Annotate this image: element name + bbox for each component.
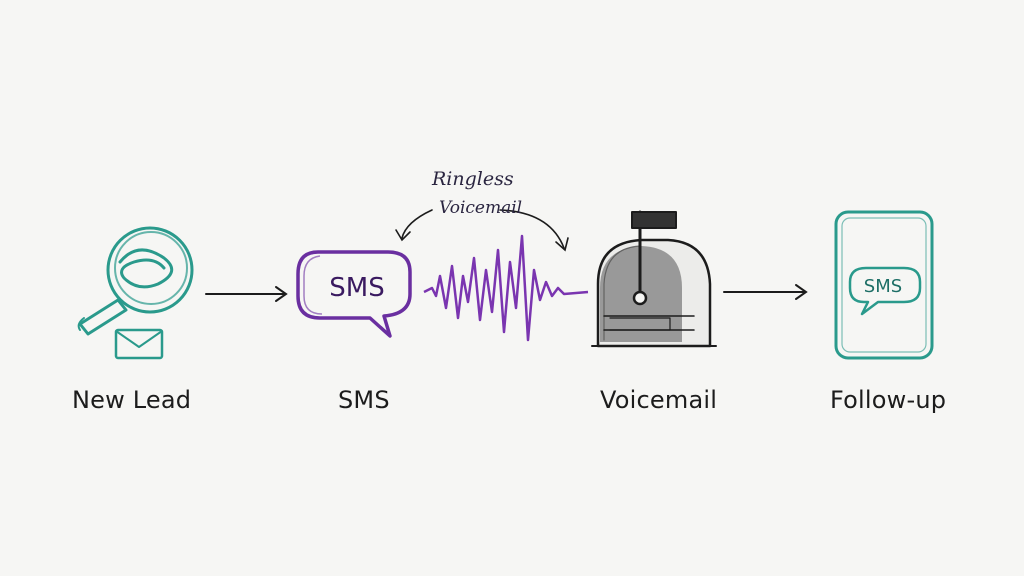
step-label-followup: Follow-up [830, 386, 947, 414]
annotation-line-2: Voicemail [439, 198, 523, 218]
step-label-voicemail: Voicemail [600, 386, 718, 414]
step-label-sms: SMS [338, 386, 390, 414]
annotation-line-1: Ringless [432, 168, 514, 190]
phone-sms-text: SMS [864, 276, 902, 297]
flow-arrow [205, 286, 288, 302]
mailbox-icon [591, 210, 717, 348]
flow-arrow [723, 284, 808, 300]
lead-magnet-email-icon [77, 226, 194, 360]
sms-bubble-icon: SMS [296, 250, 412, 338]
sound-wave [423, 234, 589, 342]
step-label-new-lead: New Lead [72, 386, 192, 414]
phone-sms-icon: SMS [834, 210, 934, 360]
sms-bubble-text: SMS [329, 273, 384, 303]
annotation-arrows [395, 209, 569, 252]
